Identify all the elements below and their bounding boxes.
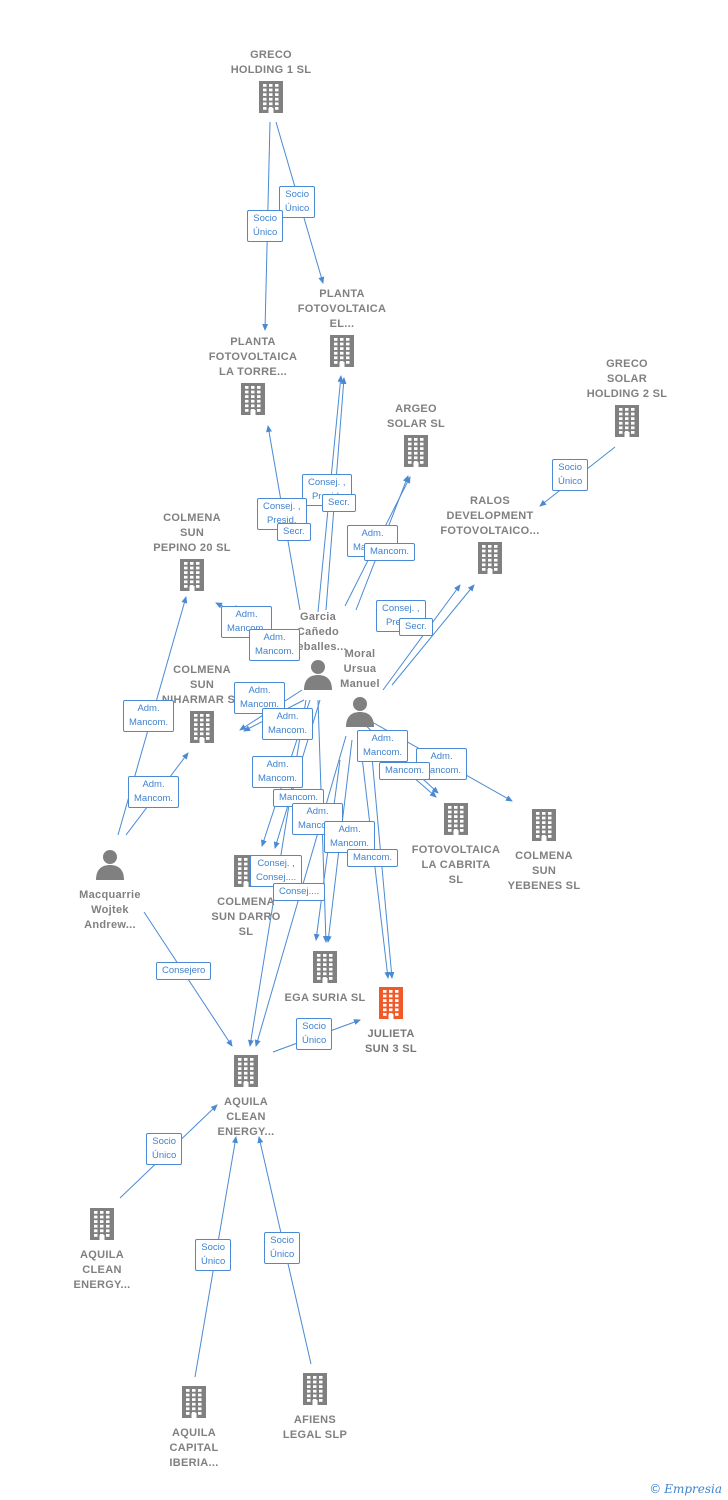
person-icon bbox=[300, 694, 420, 733]
node-label: COLMENA SUN YEBENES SL bbox=[507, 850, 581, 892]
building-icon bbox=[282, 334, 402, 373]
relation-tag[interactable]: Mancom. bbox=[364, 543, 416, 561]
relation-tag[interactable]: Socio Único bbox=[146, 1133, 183, 1165]
company-node-focus[interactable]: JULIETA SUN 3 SL bbox=[331, 984, 451, 1057]
relation-edge bbox=[382, 584, 461, 691]
building-icon bbox=[132, 558, 252, 597]
person-node[interactable]: Macquarrie Wojtek Andrew... bbox=[50, 845, 170, 933]
relation-edge bbox=[391, 584, 475, 686]
node-label: AQUILA CLEAN ENERGY... bbox=[217, 1096, 275, 1138]
relation-tag[interactable]: Mancom. bbox=[347, 849, 399, 867]
building-icon bbox=[265, 950, 385, 989]
company-node[interactable]: AFIENS LEGAL SLP bbox=[255, 1370, 375, 1443]
relation-tag[interactable]: Adm. Mancom. bbox=[128, 776, 180, 808]
node-label: PLANTA FOTOVOLTAICA EL... bbox=[297, 288, 387, 330]
node-label: AFIENS LEGAL SLP bbox=[282, 1414, 348, 1441]
company-node[interactable]: ARGEO SOLAR SL bbox=[356, 402, 476, 475]
company-node[interactable]: EGA SURIA SL bbox=[265, 948, 385, 1006]
brand-footer[interactable]: ©Empresia bbox=[649, 1482, 722, 1496]
building-icon bbox=[186, 1054, 306, 1093]
relation-tag[interactable]: Consej.... bbox=[273, 883, 326, 901]
company-node[interactable]: PLANTA FOTOVOLTAICA EL... bbox=[282, 287, 402, 375]
brand-name: Empresia bbox=[664, 1482, 722, 1496]
company-node[interactable]: AQUILA CAPITAL IBERIA... bbox=[134, 1383, 254, 1471]
building-icon bbox=[396, 802, 516, 841]
person-icon bbox=[258, 657, 378, 696]
building-icon bbox=[356, 434, 476, 473]
copyright-mark: © bbox=[649, 1482, 662, 1496]
node-label: Garcia Cañedo Ceballes... bbox=[289, 611, 347, 653]
company-node[interactable]: GRECO SOLAR HOLDING 2 SL bbox=[567, 357, 687, 445]
building-icon bbox=[42, 1207, 162, 1246]
relation-tag[interactable]: Socio Único bbox=[552, 459, 589, 491]
node-label: AQUILA CAPITAL IBERIA... bbox=[169, 1427, 219, 1469]
relation-tag[interactable]: Secr. bbox=[277, 523, 311, 541]
company-node[interactable]: RALOS DEVELOPMENT FOTOVOLTAICO... bbox=[430, 494, 550, 582]
relation-tag[interactable]: Adm. Mancom. bbox=[123, 700, 175, 732]
building-icon bbox=[255, 1372, 375, 1411]
building-icon bbox=[142, 710, 262, 749]
relation-tag[interactable]: Adm. Mancom. bbox=[234, 682, 286, 714]
relation-tag[interactable]: Adm. Mancom. bbox=[292, 803, 344, 835]
relation-tag[interactable]: Adm. Mancom. bbox=[357, 730, 409, 762]
relation-tag[interactable]: Socio Único bbox=[296, 1018, 333, 1050]
node-label: COLMENA SUN PEPINO 20 SL bbox=[153, 512, 231, 554]
company-node[interactable]: AQUILA CLEAN ENERGY... bbox=[186, 1052, 306, 1140]
node-label: GRECO HOLDING 1 SL bbox=[230, 49, 312, 76]
company-node[interactable]: COLMENA SUN YEBENES SL bbox=[484, 806, 604, 894]
node-label: FOTOVOLTAICA LA CABRITA SL bbox=[411, 844, 501, 886]
node-label: Moral Ursua Manuel bbox=[340, 648, 380, 690]
relation-tag[interactable]: Socio Único bbox=[279, 186, 316, 218]
relation-tag[interactable]: Consej. , Consej.... bbox=[250, 855, 303, 887]
node-label: EGA SURIA SL bbox=[284, 992, 366, 1004]
node-label: GRECO SOLAR HOLDING 2 SL bbox=[586, 358, 668, 400]
node-label: RALOS DEVELOPMENT FOTOVOLTAICO... bbox=[440, 495, 540, 537]
building-icon bbox=[134, 1385, 254, 1424]
relation-tag[interactable]: Adm. Mancom. bbox=[262, 708, 314, 740]
person-icon bbox=[50, 847, 170, 886]
building-icon bbox=[331, 986, 451, 1025]
relation-tag[interactable]: Socio Único bbox=[195, 1239, 232, 1271]
person-node[interactable]: Moral Ursua Manuel bbox=[300, 647, 420, 735]
building-icon bbox=[211, 80, 331, 119]
company-node[interactable]: COLMENA SUN DARRO SL bbox=[186, 852, 306, 940]
company-node[interactable]: PLANTA FOTOVOLTAICA LA TORRE... bbox=[193, 335, 313, 423]
company-node[interactable]: AQUILA CLEAN ENERGY... bbox=[42, 1205, 162, 1293]
relation-tag[interactable]: Consejero bbox=[156, 962, 212, 980]
node-label: Macquarrie Wojtek Andrew... bbox=[79, 889, 141, 931]
node-label: COLMENA SUN DARRO SL bbox=[211, 896, 281, 938]
relation-tag[interactable]: Socio Único bbox=[247, 210, 284, 242]
building-icon bbox=[484, 808, 604, 847]
node-label: ARGEO SOLAR SL bbox=[386, 403, 445, 430]
company-node[interactable]: FOTOVOLTAICA LA CABRITA SL bbox=[396, 800, 516, 888]
relation-tag[interactable]: Adm. Mancom. bbox=[324, 821, 376, 853]
relation-tag[interactable]: Socio Único bbox=[264, 1232, 301, 1264]
node-label: AQUILA CLEAN ENERGY... bbox=[73, 1249, 131, 1291]
relation-tag[interactable]: Adm. Mancom. bbox=[249, 629, 301, 661]
relation-tag[interactable]: Secr. bbox=[399, 618, 433, 636]
building-icon bbox=[430, 541, 550, 580]
relation-tag[interactable]: Secr. bbox=[322, 494, 356, 512]
company-node[interactable]: GRECO HOLDING 1 SL bbox=[211, 48, 331, 121]
building-icon bbox=[567, 404, 687, 443]
relation-tag[interactable]: Mancom. bbox=[379, 762, 431, 780]
node-label: PLANTA FOTOVOLTAICA LA TORRE... bbox=[208, 336, 298, 378]
relation-tag[interactable]: Adm. Mancom. bbox=[252, 756, 304, 788]
node-label: JULIETA SUN 3 SL bbox=[365, 1028, 417, 1055]
company-node[interactable]: COLMENA SUN PEPINO 20 SL bbox=[132, 511, 252, 599]
person-node[interactable]: Garcia Cañedo Ceballes... bbox=[258, 610, 378, 698]
building-icon bbox=[193, 382, 313, 421]
